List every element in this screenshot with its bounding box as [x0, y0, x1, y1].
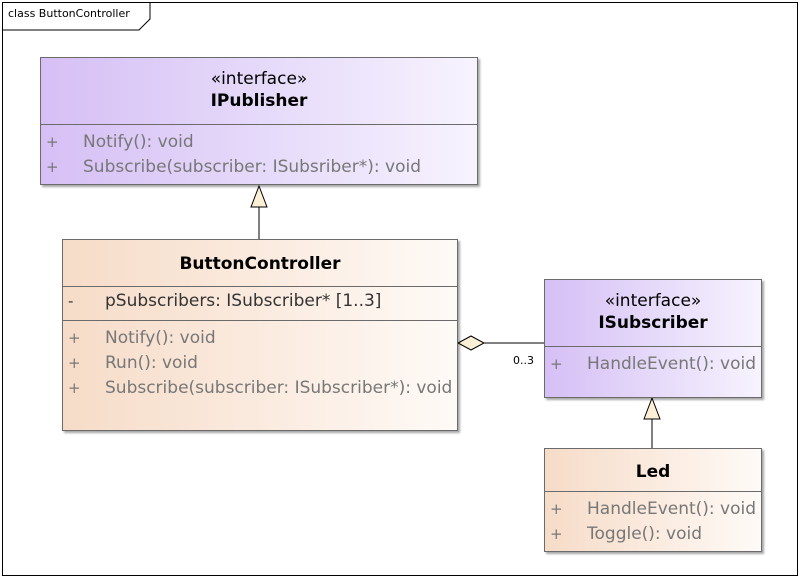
class-isubscriber[interactable]: «interface» ISubscriber + HandleEvent():… — [544, 279, 762, 398]
visibility-marker: + — [68, 354, 81, 372]
visibility-marker: + — [68, 329, 81, 347]
class-led[interactable]: Led + HandleEvent(): void + Toggle(): vo… — [544, 448, 762, 552]
operation-row: + Run(): void — [63, 351, 457, 376]
attribute-row: - pSubscribers: ISubscriber* [1..3] — [63, 289, 457, 314]
operation-text: Run(): void — [105, 353, 198, 373]
aggregation-diamond — [456, 335, 486, 351]
operation-row: + Subscribe(subscriber: ISubsriber*): vo… — [41, 155, 477, 180]
operations-section: + Notify(): void + Run(): void + Subscri… — [63, 321, 457, 401]
class-ipublisher[interactable]: «interface» IPublisher + Notify(): void … — [40, 57, 478, 185]
operation-text: Toggle(): void — [587, 524, 703, 544]
operation-text: Notify(): void — [105, 328, 216, 348]
class-buttoncontroller[interactable]: ButtonController - pSubscribers: ISubscr… — [62, 239, 458, 431]
operation-row: + Subscribe(subscriber: ISubscriber*): v… — [63, 376, 457, 401]
visibility-marker: + — [46, 133, 59, 151]
operation-row: + HandleEvent(): void — [545, 352, 761, 377]
visibility-marker: + — [550, 500, 563, 518]
class-header: ButtonController — [63, 240, 457, 287]
visibility-marker: + — [68, 379, 81, 397]
class-name: IPublisher — [210, 91, 308, 111]
class-header: Led — [545, 449, 761, 492]
visibility-marker: + — [46, 158, 59, 176]
operations-section: + Notify(): void + Subscribe(subscriber:… — [41, 125, 477, 180]
stereotype: «interface» — [210, 69, 308, 89]
visibility-marker: - — [68, 292, 74, 310]
generalization-arrow-isubscriber — [643, 396, 661, 420]
frame-tab — [2, 2, 151, 31]
operation-text: Subscribe(subscriber: ISubsriber*): void — [83, 157, 421, 177]
operations-section: + HandleEvent(): void + Toggle(): void — [545, 492, 761, 547]
operation-row: + Notify(): void — [63, 326, 457, 351]
operation-row: + Toggle(): void — [545, 522, 761, 547]
operation-row: + Notify(): void — [41, 130, 477, 155]
operation-text: HandleEvent(): void — [587, 354, 757, 374]
frame-label: class ButtonController — [8, 7, 130, 20]
operation-text: Notify(): void — [83, 132, 194, 152]
operation-text: Subscribe(subscriber: ISubscriber*): voi… — [105, 378, 453, 398]
stereotype: «interface» — [604, 291, 702, 311]
class-header: «interface» IPublisher — [41, 58, 477, 125]
visibility-marker: + — [550, 355, 563, 373]
class-name: ISubscriber — [598, 313, 708, 333]
class-name: ButtonController — [179, 254, 341, 274]
class-name: Led — [635, 462, 671, 482]
operation-row: + HandleEvent(): void — [545, 497, 761, 522]
generalization-arrow-ipublisher — [250, 184, 268, 208]
visibility-marker: + — [550, 525, 563, 543]
attributes-section: - pSubscribers: ISubscriber* [1..3] — [63, 287, 457, 321]
operation-text: HandleEvent(): void — [587, 499, 757, 519]
attribute-text: pSubscribers: ISubscriber* [1..3] — [105, 291, 382, 311]
operations-section: + HandleEvent(): void — [545, 347, 761, 377]
class-header: «interface» ISubscriber — [545, 280, 761, 347]
aggregation-multiplicity: 0..3 — [513, 354, 534, 367]
